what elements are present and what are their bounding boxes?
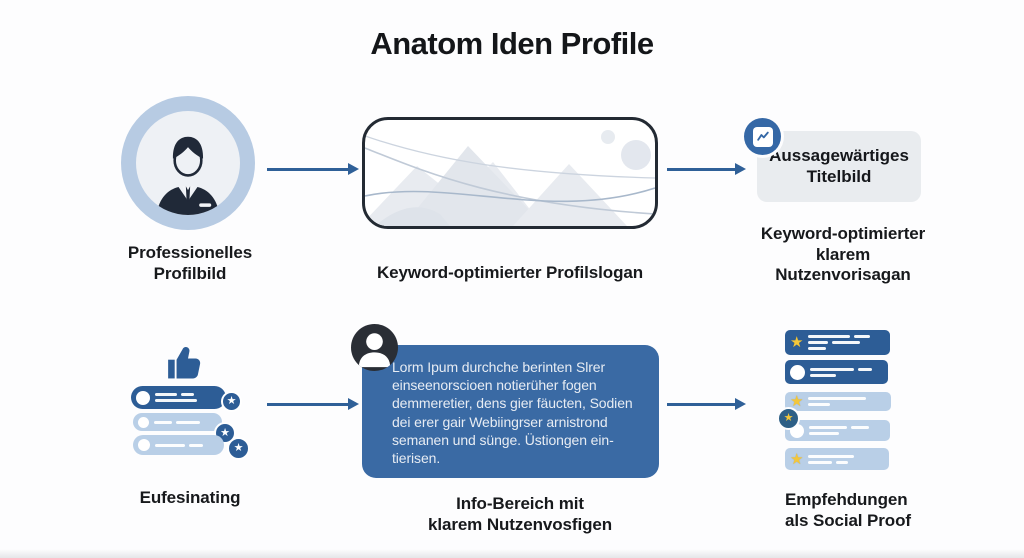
star-icon: ★ xyxy=(790,393,804,410)
arrow-profile-to-banner xyxy=(267,168,348,171)
info-section-box: Lorm Ipum durchche berinten Slrer einsee… xyxy=(362,345,659,478)
review-bar xyxy=(131,386,226,409)
review-bar xyxy=(133,413,222,431)
recommendations-caption: Empfehdungen als Social Proof xyxy=(785,490,911,530)
recommendation-bar xyxy=(785,420,890,441)
arrow-infobox-to-recommendations xyxy=(667,403,735,406)
review-bar xyxy=(133,435,224,455)
recommendation-bar: ★ xyxy=(785,448,889,470)
star-icon: ★ xyxy=(226,395,237,407)
recommendation-bar xyxy=(785,360,888,384)
recommendation-cards-icon: ★ ★ ★ xyxy=(777,330,893,472)
person-avatar-icon xyxy=(351,324,398,371)
star-badge-icon: ★ xyxy=(777,407,800,430)
trend-chart-icon xyxy=(752,126,773,147)
banner-caption: Keyword-optimierter Profilslogan xyxy=(376,263,643,282)
banner-image-placeholder xyxy=(362,117,658,229)
star-icon: ★ xyxy=(790,334,804,351)
star-icon: ★ xyxy=(790,450,804,468)
businessman-avatar-svg xyxy=(156,136,220,215)
title-image-card: Aussagewärtiges Titelbild xyxy=(757,131,921,202)
recommendation-bar: ★ xyxy=(785,330,890,355)
star-icon: ★ xyxy=(220,426,230,439)
star-badge-icon: ★ xyxy=(227,437,250,460)
profile-caption: Professionelles Profilbild xyxy=(127,243,253,283)
infobox-caption: Info-Bereich mit klarem Nutzenvosfigen xyxy=(427,494,612,534)
arrow-engagement-to-infobox xyxy=(267,403,348,406)
engagement-caption: Eufesinating xyxy=(139,488,241,507)
star-icon: ★ xyxy=(233,442,244,454)
page-title: Anatom Iden Profile xyxy=(370,26,654,61)
star-icon: ★ xyxy=(783,412,794,424)
titlecard-caption: Keyword-optimierter klarem Nutzenvorisag… xyxy=(760,224,926,285)
arrow-banner-to-titlecard xyxy=(667,168,735,171)
recommendation-bar: ★ xyxy=(785,392,891,411)
bottom-edge-shadow xyxy=(0,549,1024,558)
banner-landscape-graphic xyxy=(365,130,655,226)
trend-chart-badge-icon xyxy=(744,118,781,155)
thumbs-up-icon xyxy=(168,347,201,379)
star-badge-icon: ★ xyxy=(221,391,242,412)
engagement-reviews-icon: ★ ★ ★ xyxy=(118,338,268,478)
businessman-avatar-icon xyxy=(136,111,240,215)
profile-picture-node xyxy=(121,96,255,230)
info-section-text: Lorm Ipum durchche berinten Slrer einsee… xyxy=(392,359,633,466)
